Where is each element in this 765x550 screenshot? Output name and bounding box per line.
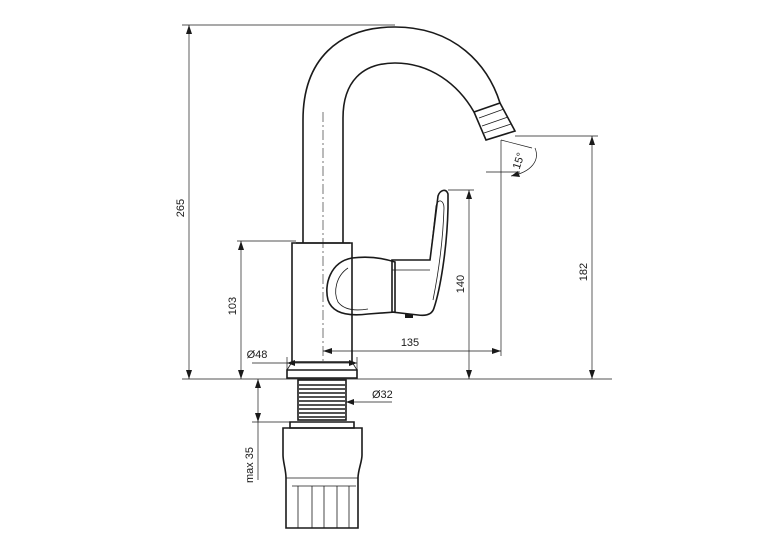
arrow-handle-bottom xyxy=(466,370,472,379)
arrow-reach-right xyxy=(492,348,501,354)
aerator-ring-3 xyxy=(483,123,512,134)
angle-leg-spout xyxy=(500,139,533,149)
arrow-counter-bottom xyxy=(255,413,261,422)
arrow-counter-top xyxy=(255,379,261,388)
base-flange xyxy=(286,369,358,379)
arrow-body-bottom xyxy=(238,370,244,379)
cartridge-housing-inner xyxy=(335,267,369,311)
spout-outer-edge xyxy=(302,26,501,243)
lever-handle-face xyxy=(429,200,445,301)
arrow-handle-top xyxy=(466,190,472,199)
label-handle-height: 140 xyxy=(455,275,467,293)
label-base-diameter: Ø48 xyxy=(247,349,268,361)
arrow-overall-top xyxy=(186,25,192,34)
arrow-overall-bottom xyxy=(186,370,192,379)
dimension-labels: 265 103 140 182 135 Ø48 Ø32 max 35 15° xyxy=(175,151,590,483)
arrow-angle xyxy=(511,171,520,177)
cartridge-housing xyxy=(326,256,396,316)
arrow-reach-left xyxy=(323,348,332,354)
faucet-outline xyxy=(282,26,517,529)
handle-screw xyxy=(405,314,413,318)
arrow-spout-top xyxy=(589,136,595,145)
dimension-lines xyxy=(182,24,612,480)
mounting-nut xyxy=(282,427,363,529)
arrow-body-top xyxy=(238,241,244,250)
aerator-ring-2 xyxy=(481,116,509,127)
arrow-shank xyxy=(346,399,354,405)
arrow-base-left xyxy=(287,360,295,366)
threaded-shank xyxy=(297,379,347,421)
arrow-base-right xyxy=(349,360,357,366)
label-spout-reach: 135 xyxy=(401,337,419,349)
label-body-height: 103 xyxy=(227,297,239,315)
aerator-ring-1 xyxy=(478,108,505,119)
label-overall-height: 265 xyxy=(175,199,187,217)
arrow-spout-bottom xyxy=(589,370,595,379)
washer xyxy=(289,421,355,429)
spout-inner-edge xyxy=(342,62,475,243)
lever-handle xyxy=(391,189,449,317)
label-max-counter-thickness: max 35 xyxy=(244,447,256,483)
aerator-tip xyxy=(472,102,517,141)
label-spout-height: 182 xyxy=(578,263,590,281)
label-spout-angle: 15° xyxy=(511,151,528,171)
label-shank-diameter: Ø32 xyxy=(372,389,393,401)
